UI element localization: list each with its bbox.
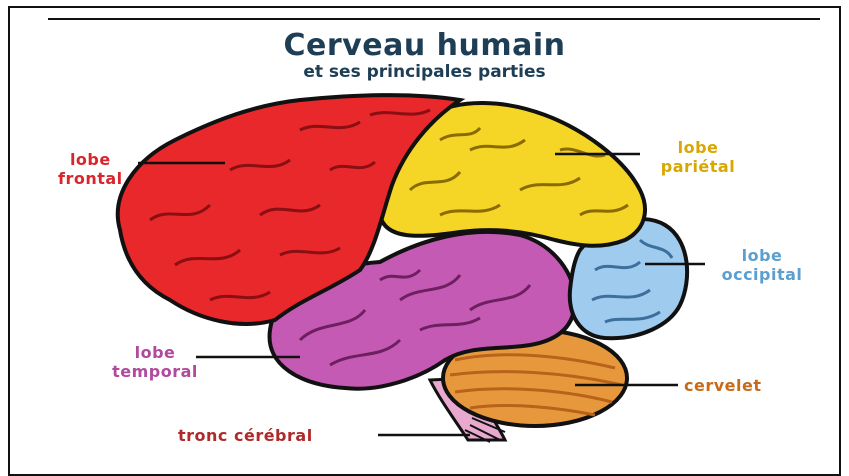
label-tronc-cerebral: tronc cérébral	[178, 426, 313, 445]
label-lobe-occipital: lobe occipital	[707, 246, 817, 284]
label-parietal-line1: lobe	[643, 138, 753, 157]
label-occipital-line2: occipital	[707, 265, 817, 284]
label-frontal-line1: lobe	[58, 150, 123, 169]
label-temporal-line2: temporal	[110, 362, 200, 381]
label-parietal-line2: pariétal	[643, 157, 753, 176]
label-lobe-temporal: lobe temporal	[110, 343, 200, 381]
label-lobe-frontal: lobe frontal	[58, 150, 123, 188]
label-temporal-line1: lobe	[110, 343, 200, 362]
label-frontal-line2: frontal	[58, 169, 123, 188]
label-cervelet: cervelet	[684, 376, 762, 395]
label-occipital-line1: lobe	[707, 246, 817, 265]
label-lobe-parietal: lobe pariétal	[643, 138, 753, 176]
